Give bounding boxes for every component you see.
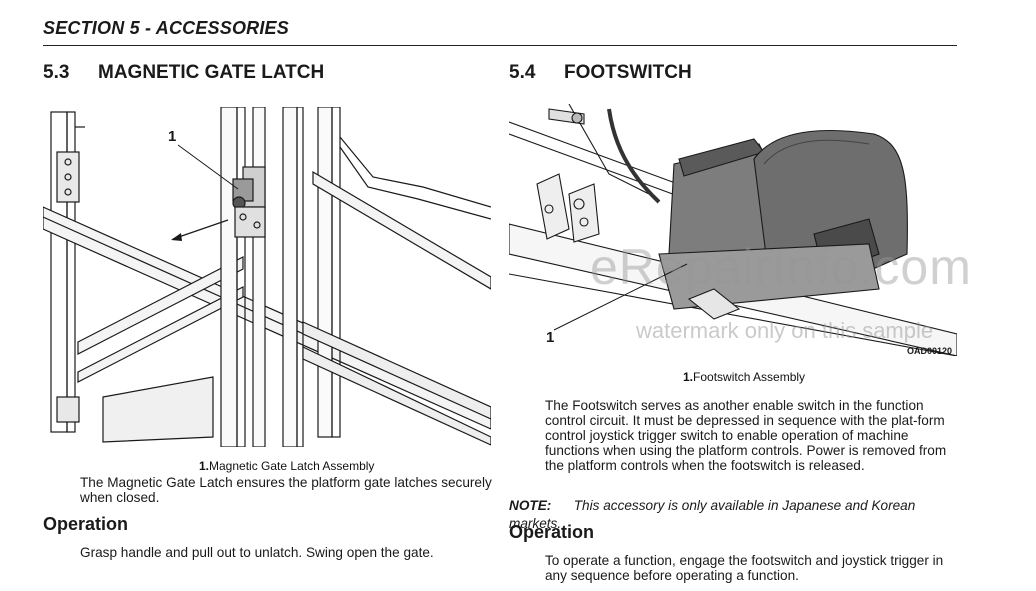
watermark-notice: watermark only on this sample xyxy=(636,318,934,343)
caption-text: Footswitch Assembly xyxy=(693,370,806,384)
magnetic-gate-latch-illustration xyxy=(43,107,491,447)
note-text: This accessory is only available in Japa… xyxy=(509,498,916,531)
footswitch-illustration xyxy=(509,104,957,356)
note: NOTE: This accessory is only available i… xyxy=(509,497,959,533)
section-title-magnetic-gate-latch: 5.3 MAGNETIC GATE LATCH xyxy=(43,62,324,84)
header-rule xyxy=(43,45,957,46)
note-label: NOTE: xyxy=(509,498,552,513)
section-number: 5.3 xyxy=(43,62,70,83)
caption-number: 1. xyxy=(199,459,210,473)
section-title: FOOTSWITCH xyxy=(564,62,692,83)
callout-number: 1 xyxy=(546,329,555,346)
callout-number: 1 xyxy=(168,128,177,145)
section-title: MAGNETIC GATE LATCH xyxy=(98,62,325,83)
figure-caption: 1.Footswitch Assembly xyxy=(683,370,805,384)
section-title-footswitch: 5.4 FOOTSWITCH xyxy=(509,62,692,84)
operation-heading: Operation xyxy=(509,522,595,542)
gate-latch-operation-text: Grasp handle and pull out to unlatch. Sw… xyxy=(80,545,434,560)
gate-latch-description: The Magnetic Gate Latch ensures the plat… xyxy=(80,475,492,505)
footswitch-operation-text: To operate a function, engage the footsw… xyxy=(545,553,944,583)
watermark-logo-text: eRepairInfo.com xyxy=(590,239,972,295)
caption-text: Magnetic Gate Latch Assembly xyxy=(209,459,375,473)
footswitch-description: The Footswitch serves as another enable … xyxy=(545,398,947,473)
operation-heading: Operation xyxy=(43,514,129,534)
figure-code: OAD00120 xyxy=(907,346,953,356)
figure-caption: 1.Magnetic Gate Latch Assembly xyxy=(199,459,374,473)
section-header: SECTION 5 - ACCESSORIES xyxy=(43,18,289,38)
section-number: 5.4 xyxy=(509,62,536,83)
caption-number: 1. xyxy=(683,370,694,384)
